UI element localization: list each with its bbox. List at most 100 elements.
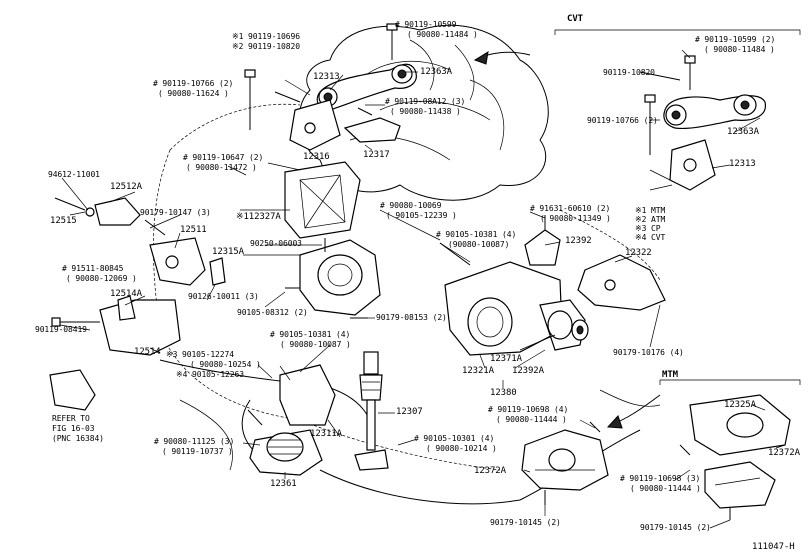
- callout: # 90119-08A12 (3): [385, 97, 466, 106]
- part-number: 12315A: [212, 247, 244, 257]
- part-number: 12316: [303, 152, 330, 162]
- callout: # 90080-11125 (3): [154, 437, 235, 446]
- callout: 90119-10766 (2): [587, 116, 658, 125]
- callout: 90126-10011 (3): [188, 292, 259, 301]
- bracket-12317: [343, 117, 401, 143]
- callout: 90179-10147 (3): [140, 208, 211, 217]
- part-number: 12511: [180, 225, 207, 235]
- callout: 94612-11001: [48, 170, 100, 179]
- cvt-frame: [554, 29, 801, 35]
- bracket-12311a: [279, 364, 336, 426]
- callout: ( 90080-11438 ): [390, 107, 461, 116]
- callout: ( 90080-11624 ): [158, 89, 229, 98]
- callout: ( 90080-10254 ): [190, 360, 261, 369]
- part-number: 12361: [270, 479, 297, 489]
- bracket-12392: [524, 229, 561, 266]
- insulator-12372a: [521, 429, 609, 491]
- callout: # 90119-10698 (3): [620, 474, 701, 483]
- legend-cvt: ※4 CVT: [635, 233, 666, 242]
- mtm-frame: [659, 379, 801, 385]
- callout: FIG 16-03: [52, 424, 95, 433]
- legend-atm: ※2 ATM: [635, 215, 666, 224]
- part-number: 12363A: [727, 127, 759, 137]
- callout: # 90105-10381 (4): [436, 230, 517, 239]
- callout: ( 90080-11349 ): [540, 214, 611, 223]
- torque-rod-cvt-12363a: [649, 94, 766, 191]
- callout: ( 90080-10214 ): [426, 444, 497, 453]
- part-number: 12514A: [110, 289, 142, 299]
- callout: # 90105-10301 (4): [414, 434, 495, 443]
- bracket-12322: [577, 254, 666, 311]
- bracket-refer-16384: [49, 369, 96, 411]
- figure-id: 111047-H: [752, 542, 795, 552]
- callout: 90179-10176 (4): [613, 348, 684, 357]
- legend-cp: ※3 CP: [635, 224, 661, 233]
- part-number: 12317: [363, 150, 390, 160]
- callout: # 90080-10069: [380, 201, 442, 210]
- callout: ( 90080-12069 ): [66, 274, 137, 283]
- callout: ※2 90119-10820: [232, 42, 300, 51]
- engine-outline-dashed: [153, 103, 661, 471]
- part-number: 12380: [490, 388, 517, 398]
- bracket-12313: [289, 99, 341, 151]
- leader-lines: [59, 49, 786, 529]
- part-number: 12311A: [310, 429, 342, 439]
- part-number: 12372A: [768, 448, 800, 458]
- callout: 90119-10820: [603, 68, 655, 77]
- callout: ※4 90105-12263: [176, 370, 244, 379]
- callout: # 90119-10599 (2): [695, 35, 776, 44]
- callout: # 91511-80845: [62, 264, 124, 273]
- callout: # 90119-10599: [395, 20, 457, 29]
- callout: ( 90080-10087 ): [280, 340, 351, 349]
- part-number: 12372A: [474, 466, 506, 476]
- part-number: 12392A: [512, 366, 544, 376]
- legend-mtm: ※1 MTM: [635, 206, 666, 215]
- callout: 90179-08153 (2): [376, 313, 447, 322]
- bracket-12512a: [94, 197, 141, 226]
- callout: ( 90080-11472 ): [186, 163, 257, 172]
- callout: # 90119-10698 (4): [488, 405, 569, 414]
- callout: # 91631-60610 (2): [530, 204, 611, 213]
- mount-12321a: [444, 261, 589, 356]
- callout: 90119-08419: [35, 325, 87, 334]
- section-mtm: MTM: [662, 370, 678, 380]
- legend: ※1 MTM ※2 ATM ※3 CP ※4 CVT: [635, 206, 665, 242]
- part-number: 12321A: [462, 366, 494, 376]
- callout: (PNC 16384): [52, 434, 104, 443]
- bracket-12316: [284, 161, 361, 239]
- callout: ( 90080-11484 ): [407, 30, 478, 39]
- callout: # 90119-10766 (2): [153, 79, 234, 88]
- callout: REFER TO: [52, 414, 90, 423]
- part-number: 12515: [50, 216, 77, 226]
- mount-12315a: [299, 239, 381, 316]
- damper-12307: [354, 351, 389, 471]
- part-number: 12322: [625, 248, 652, 258]
- callout: (90080-10087): [448, 240, 510, 249]
- callout: ( 90119-10737 ): [162, 447, 233, 456]
- insulator-12361: [249, 429, 323, 476]
- section-cvt: CVT: [567, 14, 583, 24]
- callout: 90179-10145 (2): [640, 523, 711, 532]
- part-number: ※112327A: [236, 212, 281, 222]
- part-number: 12363A: [420, 67, 452, 77]
- part-number: 12325A: [724, 400, 756, 410]
- callout: ※1 90119-10696: [232, 32, 300, 41]
- callout: 90105-08312 (2): [237, 308, 308, 317]
- callout: 90179-10145 (2): [490, 518, 561, 527]
- callout: 90250-06003: [250, 239, 302, 248]
- part-number: 12313: [313, 72, 340, 82]
- callout: ( 90080-11484 ): [704, 45, 775, 54]
- part-number: 12371A: [490, 354, 522, 364]
- part-number: 12392: [565, 236, 592, 246]
- callout: ( 90080-11444 ): [630, 484, 701, 493]
- callout: # 90119-10647 (2): [183, 153, 264, 162]
- part-number: 12514: [134, 347, 161, 357]
- callout: ( 90080-11444 ): [496, 415, 567, 424]
- callout: ( 90105-12239 ): [386, 211, 457, 220]
- part-number: 12512A: [110, 182, 142, 192]
- callout: ※3 90105-12274: [166, 350, 234, 359]
- callout: # 90105-10381 (4): [270, 330, 351, 339]
- part-number: 12307: [396, 407, 423, 417]
